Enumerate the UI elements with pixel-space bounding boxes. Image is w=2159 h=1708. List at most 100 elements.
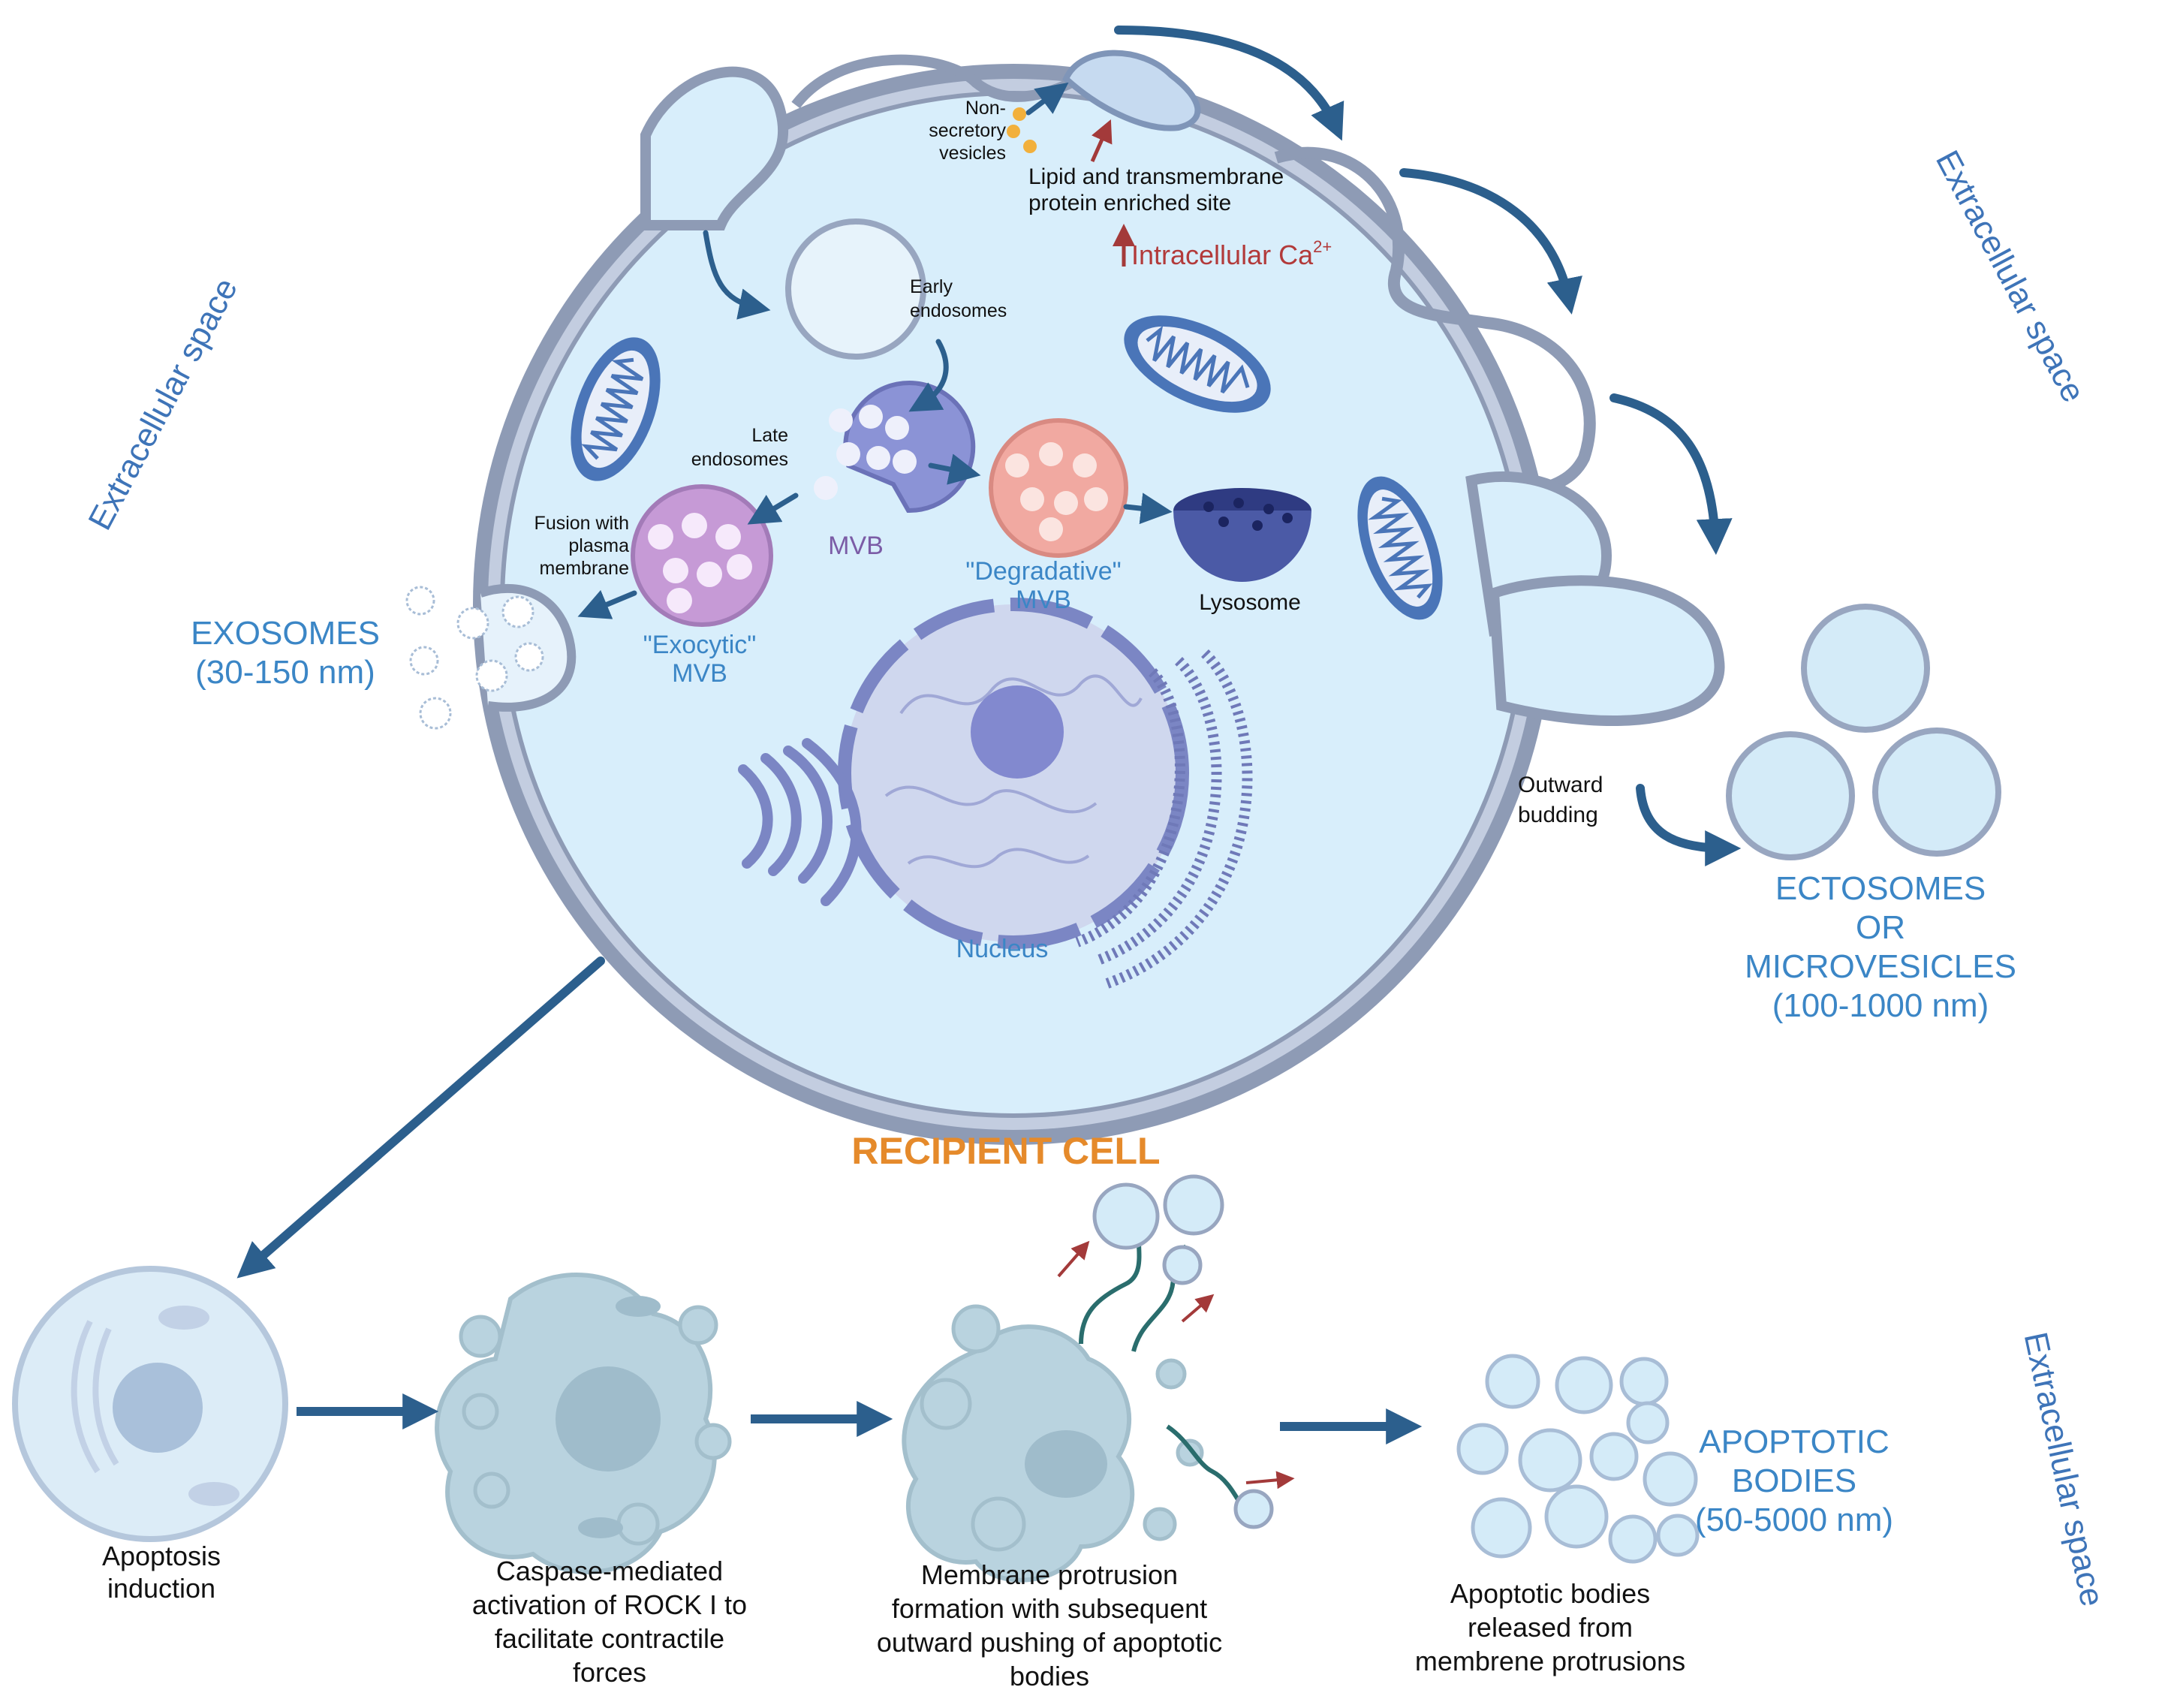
- endoplasmic-reticulum: [1075, 649, 1253, 989]
- mitochondrion-right: [1357, 476, 1443, 620]
- label-lipid-site: Lipid and transmembrane protein enriched…: [1028, 164, 1284, 215]
- arrow-degradative-to-lysosome: [1123, 493, 1173, 525]
- svg-text:Late: Late: [751, 425, 788, 446]
- svg-text:released from: released from: [1468, 1612, 1633, 1643]
- label-membrane-protrusion: Membrane protrusion formation with subse…: [877, 1559, 1222, 1691]
- membrane-blebs-right: [1274, 146, 1725, 726]
- golgi-apparatus: [738, 738, 862, 906]
- nucleus: [838, 598, 1189, 949]
- budding-vesicle-forming: [1488, 575, 1725, 726]
- arrow-endocytosis: [703, 230, 771, 320]
- svg-text:Apoptotic bodies: Apoptotic bodies: [1450, 1578, 1650, 1609]
- label-fusion: Fusion with plasma membrane: [534, 513, 630, 579]
- label-degradative-mvb: "Degradative" MVB: [965, 557, 1121, 614]
- label-apoptosis-induction: Apoptosis induction: [102, 1541, 221, 1604]
- svg-text:MICROVESICLES: MICROVESICLES: [1745, 948, 2016, 985]
- arrow-late-to-degradative: [928, 453, 981, 485]
- svg-text:membrene protrusions: membrene protrusions: [1415, 1646, 1685, 1676]
- svg-text:budding: budding: [1518, 803, 1598, 827]
- red-arrows-cell: [1090, 119, 1135, 267]
- svg-text:forces: forces: [573, 1657, 646, 1688]
- label-mvb: MVB: [828, 532, 884, 560]
- svg-text:ECTOSOMES: ECTOSOMES: [1775, 870, 1986, 907]
- mitochondrion-top-right: [1124, 315, 1271, 413]
- svg-text:outward pushing of apoptotic: outward pushing of apoptotic: [877, 1627, 1222, 1658]
- label-extracellular-right: Extracellular space: [1929, 145, 2092, 408]
- svg-text:bodies: bodies: [1010, 1661, 1089, 1691]
- svg-text:secretory: secretory: [929, 120, 1006, 141]
- svg-text:Caspase-mediated: Caspase-mediated: [496, 1556, 723, 1586]
- apoptosis-cell-1: [12, 1266, 288, 1542]
- exocytic-mvb: [631, 484, 773, 627]
- label-recipient-cell: RECIPIENT CELL: [851, 1130, 1160, 1172]
- svg-text:activation of ROCK I to: activation of ROCK I to: [472, 1589, 747, 1620]
- lysosome: [1173, 488, 1311, 582]
- label-exosomes: EXOSOMES (30-150 nm): [191, 615, 380, 691]
- label-late-endosomes: Late endosomes: [691, 425, 788, 470]
- enriched-site-bleb: [1062, 50, 1201, 131]
- label-extracellular-left: Extracellular space: [81, 273, 245, 536]
- label-extracellular-bottom: Extracellular space: [2017, 1329, 2111, 1610]
- apoptosis-row-arrows: [297, 1393, 1423, 1444]
- label-early-endosomes: Early endosomes: [910, 276, 1007, 321]
- svg-text:Membrane protrusion: Membrane protrusion: [921, 1559, 1178, 1590]
- label-apoptotic-released: Apoptotic bodies released from membrene …: [1415, 1578, 1685, 1676]
- svg-text:Fusion with: Fusion with: [534, 513, 629, 534]
- svg-text:"Exocytic": "Exocytic": [643, 631, 757, 659]
- nucleolus: [971, 685, 1064, 779]
- late-endosome-mvb: [814, 381, 976, 514]
- arrow-top-2: [1399, 168, 1582, 315]
- ectosome-vesicles: [1726, 604, 2001, 860]
- arrow-top-1: [1114, 26, 1344, 141]
- label-nucleus: Nucleus: [956, 935, 1049, 963]
- label-apoptotic-bodies: APOPTOTIC BODIES (50-5000 nm): [1695, 1423, 1893, 1538]
- label-lysosome: Lysosome: [1199, 590, 1301, 615]
- arrow-right-1: [1609, 393, 1733, 556]
- early-endosome: [785, 218, 926, 360]
- apoptosis-cell-3: [902, 1174, 1295, 1583]
- arrow-outward-budding: [1636, 784, 1742, 866]
- svg-text:Apoptosis: Apoptosis: [102, 1541, 221, 1571]
- svg-text:vesicles: vesicles: [939, 143, 1006, 164]
- svg-text:EXOSOMES: EXOSOMES: [191, 615, 380, 652]
- arrow-exocytic-to-membrane: [577, 589, 637, 619]
- svg-text:endosomes: endosomes: [691, 449, 788, 470]
- svg-text:APOPTOTIC: APOPTOTIC: [1699, 1423, 1889, 1460]
- label-intracellular-ca: Intracellular Ca2+: [1131, 237, 1332, 270]
- outer-flow-arrows: [236, 26, 1742, 1279]
- arrow-late-to-exocytic: [747, 493, 799, 525]
- svg-text:(100-1000 nm): (100-1000 nm): [1772, 987, 1989, 1024]
- mitochondrion-left: [571, 337, 661, 481]
- svg-text:Non-: Non-: [965, 98, 1006, 119]
- label-outward-budding: Outward budding: [1518, 773, 1603, 827]
- label-non-secretory: Non- secretory vesicles: [929, 98, 1006, 164]
- svg-text:induction: induction: [107, 1573, 215, 1604]
- svg-text:(50-5000 nm): (50-5000 nm): [1695, 1502, 1893, 1538]
- svg-text:facilitate contractile: facilitate contractile: [495, 1623, 724, 1654]
- red-arrow-lipid: [1090, 119, 1113, 163]
- label-exocytic-mvb: "Exocytic" MVB: [643, 631, 757, 688]
- svg-text:"Degradative": "Degradative": [965, 557, 1121, 586]
- svg-text:MVB: MVB: [1016, 586, 1071, 614]
- svg-text:membrane: membrane: [540, 558, 630, 579]
- arrow-vesicles-to-site: [1025, 82, 1069, 116]
- apoptosis-cell-2: [435, 1272, 732, 1574]
- exosome-particles: [405, 586, 544, 730]
- label-ectosomes: ECTOSOMES OR MICROVESICLES (100-1000 nm): [1745, 870, 2016, 1024]
- svg-text:Lipid and transmembrane: Lipid and transmembrane: [1028, 164, 1284, 189]
- apoptotic-body-cluster: [1456, 1354, 1700, 1564]
- svg-text:protein enriched site: protein enriched site: [1028, 191, 1231, 215]
- arrow-to-apoptosis: [236, 956, 605, 1279]
- degradative-mvb: [989, 418, 1128, 558]
- label-caspase: Caspase-mediated activation of ROCK I to…: [472, 1556, 747, 1688]
- svg-text:plasma: plasma: [568, 535, 629, 556]
- svg-text:BODIES: BODIES: [1732, 1462, 1856, 1499]
- svg-text:formation with subsequent: formation with subsequent: [892, 1593, 1207, 1624]
- svg-text:(30-150 nm): (30-150 nm): [195, 654, 375, 691]
- svg-text:Outward: Outward: [1518, 773, 1603, 797]
- svg-text:OR: OR: [1856, 909, 1905, 946]
- svg-text:endosomes: endosomes: [910, 300, 1007, 321]
- internal-pathway-arrows: [577, 82, 1173, 619]
